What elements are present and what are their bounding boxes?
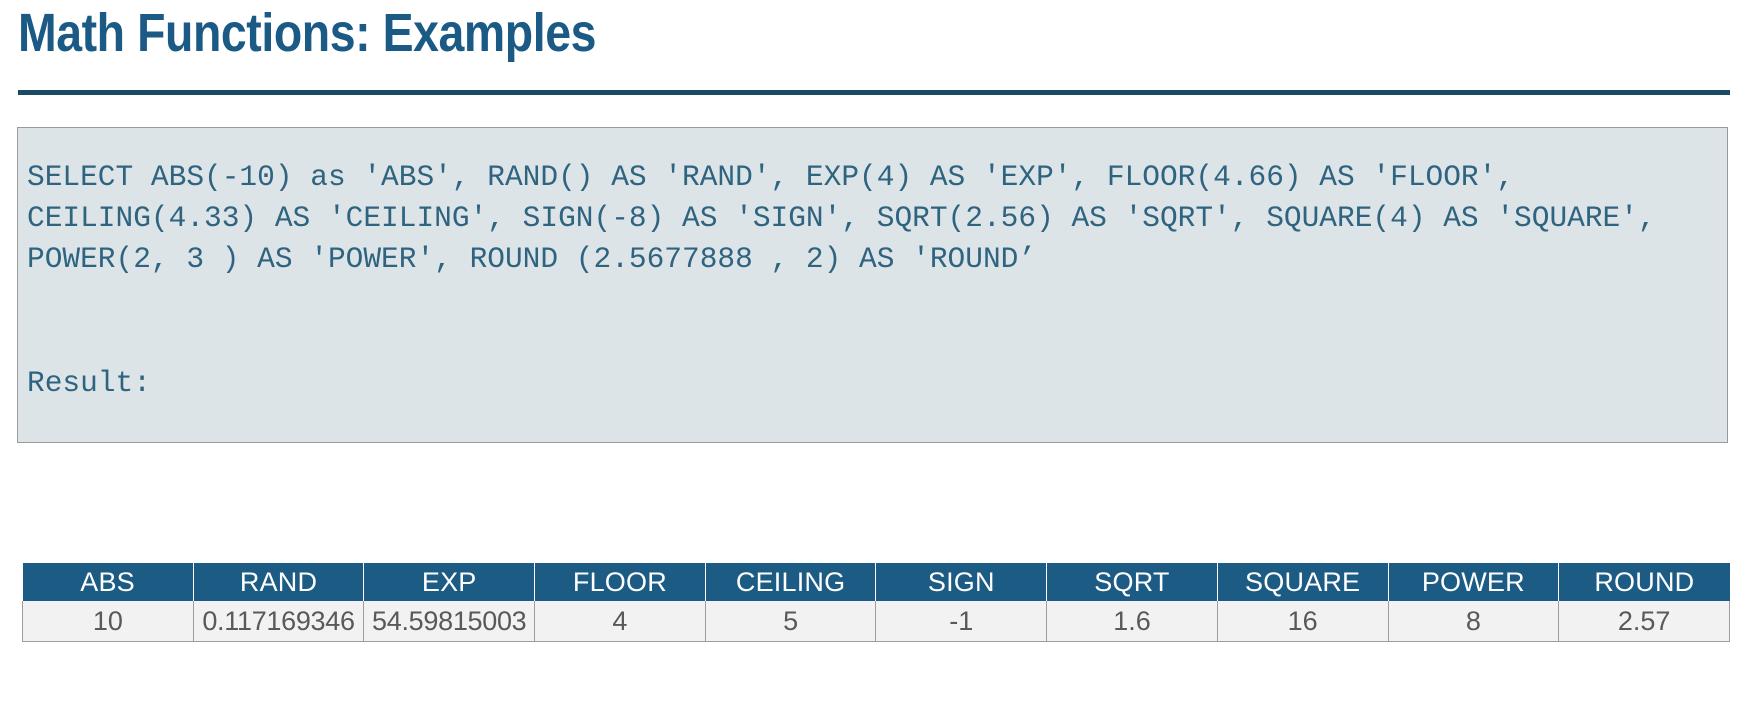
cell-sqrt: 1.6 (1046, 601, 1218, 642)
page-title: Math Functions: Examples (18, 3, 597, 63)
column-header-square: SQUARE (1216, 563, 1389, 601)
column-header-sqrt: SQRT (1046, 563, 1218, 601)
column-header-round: ROUND (1558, 563, 1730, 601)
table-row: 10 0.117169346 54.59815003 4 5 -1 1.6 16… (22, 601, 1730, 642)
sql-query-text: SELECT ABS(-10) as 'ABS', RAND() AS 'RAN… (27, 160, 1674, 276)
cell-exp: 54.59815003 (363, 601, 536, 642)
table-header-row: ABS RAND EXP FLOOR CEILING SIGN SQRT SQU… (22, 563, 1730, 601)
column-header-ceiling: CEILING (704, 563, 877, 601)
result-table: ABS RAND EXP FLOOR CEILING SIGN SQRT SQU… (22, 563, 1730, 642)
cell-floor: 4 (534, 601, 706, 642)
column-header-abs: ABS (22, 563, 194, 601)
cell-sign: -1 (875, 601, 1048, 642)
column-header-power: POWER (1387, 563, 1560, 601)
cell-rand: 0.117169346 (192, 601, 365, 642)
result-label: Result: (27, 366, 151, 400)
title-divider (18, 90, 1730, 95)
cell-ceiling: 5 (704, 601, 877, 642)
column-header-exp: EXP (363, 563, 536, 601)
cell-square: 16 (1216, 601, 1389, 642)
column-header-sign: SIGN (875, 563, 1048, 601)
column-header-floor: FLOOR (534, 563, 706, 601)
cell-abs: 10 (22, 601, 194, 642)
cell-round: 2.57 (1558, 601, 1730, 642)
code-block: SELECT ABS(-10) as 'ABS', RAND() AS 'RAN… (17, 127, 1728, 443)
column-header-rand: RAND (192, 563, 365, 601)
cell-power: 8 (1387, 601, 1560, 642)
